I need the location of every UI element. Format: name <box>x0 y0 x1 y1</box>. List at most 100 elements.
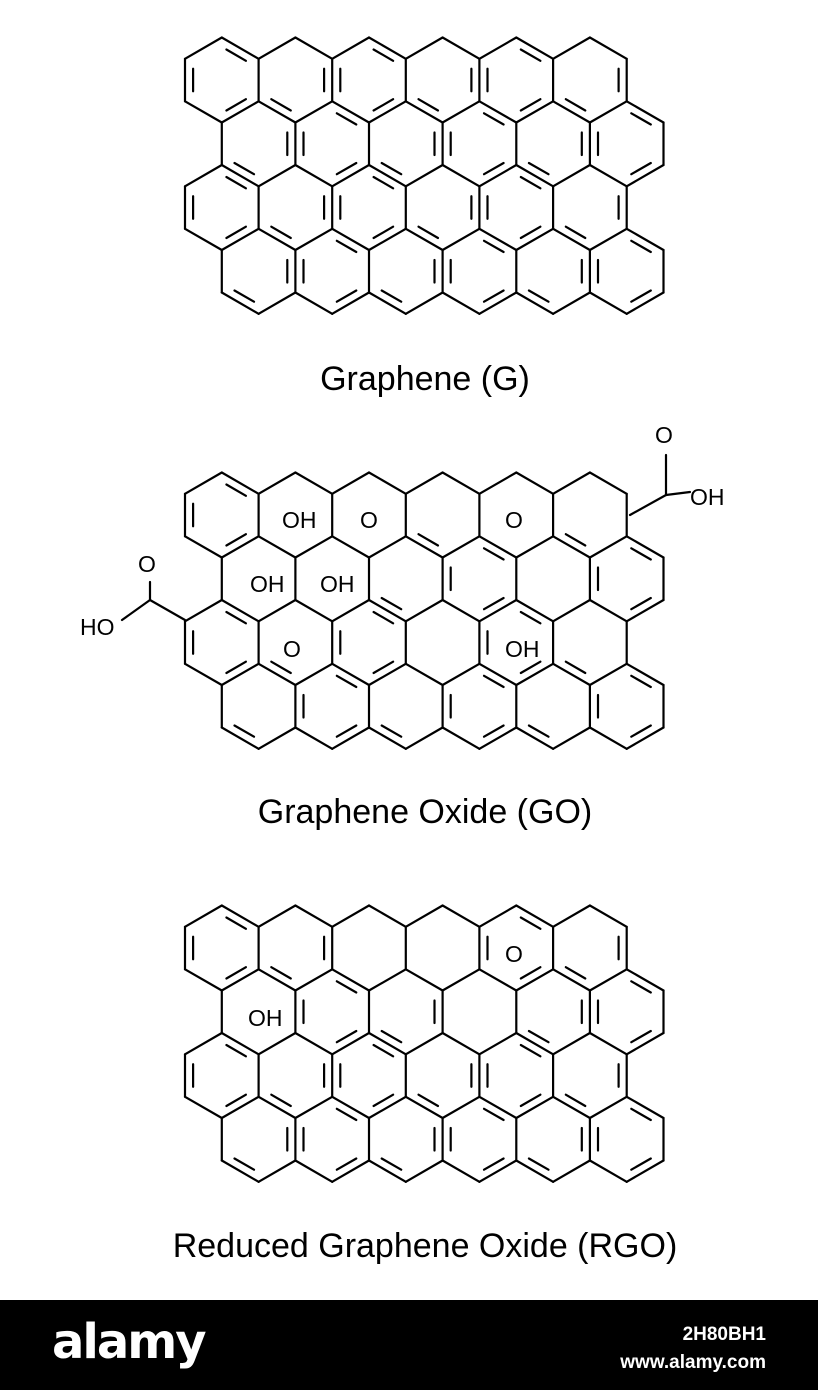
single-bond <box>404 1031 444 1056</box>
double-bond <box>233 289 256 303</box>
hydroxyl-label: OH <box>505 636 540 662</box>
double-bond <box>225 225 247 240</box>
single-bond <box>515 36 555 60</box>
single-bond <box>551 100 592 124</box>
single-bond <box>367 1031 407 1056</box>
double-bond <box>372 660 395 675</box>
single-bond <box>404 662 444 687</box>
double-bond <box>564 533 587 547</box>
double-bond <box>380 289 403 303</box>
single-bond <box>367 535 407 559</box>
single-bond <box>220 1095 260 1120</box>
single-bond <box>220 535 260 559</box>
double-bond <box>380 1157 403 1171</box>
single-bond <box>515 100 555 124</box>
double-bond <box>372 48 395 62</box>
single-bond <box>441 726 481 750</box>
single-bond <box>441 968 481 992</box>
single-bond <box>588 36 628 60</box>
single-bond <box>625 1095 665 1120</box>
double-bond <box>225 533 247 547</box>
double-bond <box>335 1107 358 1122</box>
single-bond <box>588 904 628 928</box>
single-bond <box>588 662 628 687</box>
single-bond <box>441 1159 481 1183</box>
single-bond <box>257 291 297 315</box>
double-bond <box>335 674 358 689</box>
double-bond <box>482 596 505 611</box>
double-bond <box>519 966 542 980</box>
single-bond <box>441 100 481 124</box>
single-bond <box>331 598 371 623</box>
single-bond <box>183 598 223 623</box>
double-bond <box>372 175 395 190</box>
single-bond <box>625 1031 665 1056</box>
reduced-graphene-oxide-structure <box>183 904 665 1183</box>
double-bond <box>564 966 587 980</box>
single-bond <box>183 1095 223 1120</box>
single-bond <box>220 904 260 928</box>
single-bond <box>331 1159 371 1183</box>
single-bond <box>588 163 628 188</box>
single-bond <box>551 904 592 928</box>
single-bond <box>625 291 665 315</box>
double-bond <box>372 610 395 625</box>
double-bond <box>482 1107 505 1122</box>
single-bond <box>220 36 260 60</box>
single-bond <box>515 968 555 992</box>
single-bond <box>294 968 334 992</box>
single-bond <box>478 36 518 60</box>
hydroxyl-label: OH <box>250 571 285 597</box>
single-bond <box>331 100 371 124</box>
single-bond <box>120 598 152 622</box>
single-bond <box>441 662 481 687</box>
graphene-oxide-structure <box>120 453 692 750</box>
single-bond <box>404 36 444 60</box>
single-bond <box>294 1159 334 1183</box>
double-bond <box>630 239 652 254</box>
single-bond <box>331 726 371 750</box>
single-bond <box>625 535 665 559</box>
double-bond <box>519 610 542 625</box>
double-bond <box>270 225 292 240</box>
single-bond <box>551 535 592 559</box>
graphene-structure <box>183 36 665 315</box>
single-bond <box>515 163 555 188</box>
single-bond <box>441 291 481 315</box>
double-bond <box>380 596 403 611</box>
single-bond <box>551 662 592 687</box>
single-bond <box>367 904 407 928</box>
single-bond <box>625 163 665 188</box>
single-bond <box>404 471 444 495</box>
single-bond <box>220 291 260 315</box>
carboxyl-hydroxyl-label: HO <box>80 614 115 640</box>
single-bond <box>331 535 371 559</box>
single-bond <box>664 490 692 497</box>
single-bond <box>367 291 407 315</box>
single-bond <box>478 1159 518 1183</box>
single-bond <box>404 535 444 559</box>
single-bond <box>404 163 444 188</box>
single-bond <box>478 100 518 124</box>
double-bond <box>225 175 247 190</box>
double-bond <box>335 980 358 994</box>
double-bond <box>380 1029 403 1044</box>
single-bond <box>404 968 444 992</box>
single-bond <box>220 1159 260 1183</box>
single-bond <box>404 726 444 750</box>
single-bond <box>515 471 555 495</box>
single-bond <box>220 100 260 124</box>
double-bond <box>270 1093 292 1108</box>
single-bond <box>588 227 628 252</box>
single-bond <box>551 227 592 252</box>
caption-graphene: Graphene (G) <box>320 360 530 398</box>
single-bond <box>367 598 407 623</box>
double-bond <box>564 98 587 112</box>
single-bond <box>515 904 555 928</box>
double-bond <box>527 1157 550 1171</box>
single-bond <box>294 227 334 252</box>
double-bond <box>519 225 542 240</box>
single-bond <box>294 1031 334 1056</box>
double-bond <box>233 161 256 176</box>
double-bond <box>630 724 652 738</box>
